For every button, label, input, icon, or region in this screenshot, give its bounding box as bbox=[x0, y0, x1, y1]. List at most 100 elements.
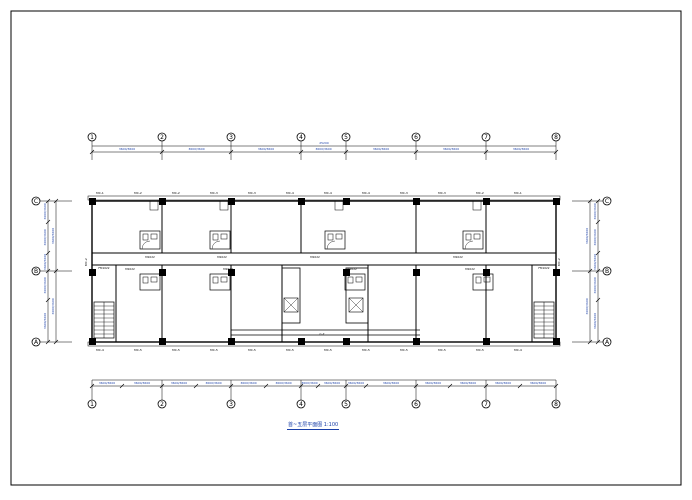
window-label-top: MC-3 bbox=[438, 191, 446, 195]
structural-column bbox=[228, 338, 235, 345]
bathroom bbox=[209, 273, 231, 291]
bathroom bbox=[324, 230, 346, 250]
axis-label: 7 bbox=[484, 401, 488, 408]
left-dimension-outer-text: 3600/3600 bbox=[51, 228, 55, 244]
window-label-bottom: MC-5 bbox=[248, 348, 256, 352]
left-dimension-text: 3600/3600 bbox=[43, 313, 47, 329]
shaft bbox=[334, 200, 344, 211]
bathroom bbox=[344, 273, 366, 291]
structural-column bbox=[89, 198, 96, 205]
window-label-top: MC-4 bbox=[286, 191, 294, 195]
axis-label: 5 bbox=[344, 401, 348, 408]
room-fixtures bbox=[93, 200, 555, 339]
window-label-bottom: MC-5 bbox=[438, 348, 446, 352]
structural-column bbox=[483, 198, 490, 205]
bathroom bbox=[462, 230, 484, 250]
toilet bbox=[347, 276, 354, 284]
elevator-car bbox=[348, 297, 364, 313]
structural-column bbox=[89, 338, 96, 345]
axis-label: 8 bbox=[554, 401, 558, 408]
bathroom bbox=[209, 230, 231, 250]
right-dimension-tick bbox=[595, 219, 601, 225]
window-label-top: MC-1 bbox=[96, 191, 104, 195]
axis-label: 1 bbox=[90, 401, 94, 408]
basin bbox=[473, 233, 481, 240]
axis-label: 1 bbox=[90, 134, 94, 141]
window-label-bottom: MC-5 bbox=[286, 348, 294, 352]
bottom-dimension-text: 3600/3600 bbox=[383, 381, 399, 385]
left-dimension-text: 3600/3600 bbox=[43, 277, 47, 293]
sheet-border bbox=[10, 10, 682, 486]
axis-label: 2 bbox=[160, 134, 164, 141]
elevator-shaft-right bbox=[345, 267, 369, 324]
right-dimension-outer-text: 3600/3600 bbox=[585, 228, 589, 244]
bottom-dimension-tick bbox=[119, 383, 125, 389]
right-dimension-text: 3600/3600 bbox=[593, 229, 597, 245]
basin bbox=[483, 276, 491, 283]
plan-title: 首~五层平面图 1:100 bbox=[287, 422, 340, 430]
axis-label: C bbox=[34, 198, 38, 205]
axis-label: B bbox=[605, 268, 609, 275]
axis-label: 6 bbox=[414, 134, 418, 141]
basin bbox=[220, 276, 228, 283]
walls bbox=[87, 195, 561, 347]
bathroom bbox=[472, 273, 494, 291]
right-dimension-tick bbox=[595, 297, 601, 303]
bottom-dimension-text: 3600/3600 bbox=[240, 381, 256, 385]
bottom-dimension-text: 3600/3600 bbox=[275, 381, 291, 385]
door-label: M1022 bbox=[217, 255, 227, 259]
left-dimension-text: 3600/3600 bbox=[43, 229, 47, 245]
door-swing bbox=[326, 240, 336, 250]
axis-label: 5 bbox=[344, 134, 348, 141]
toilet bbox=[327, 233, 334, 241]
axis-label: C bbox=[605, 198, 609, 205]
window-label-top: MC-3 bbox=[248, 191, 256, 195]
window-label-bottom: MC-5 bbox=[172, 348, 180, 352]
basin bbox=[150, 233, 158, 240]
window-label-top: MC-2 bbox=[172, 191, 180, 195]
bottom-dimension-text: 3600/3600 bbox=[134, 381, 150, 385]
structural-column bbox=[343, 338, 350, 345]
bottom-dimension-text: 3600/3600 bbox=[99, 381, 115, 385]
left-dimension-tick bbox=[45, 250, 51, 256]
elevator-car bbox=[283, 297, 299, 313]
axis-label: 2 bbox=[160, 401, 164, 408]
window-label-bottom: MC-5 bbox=[362, 348, 370, 352]
right-dimension-outer-text: 3600/3600 bbox=[585, 298, 589, 314]
elevator-shaft-left bbox=[281, 267, 301, 324]
right-dimension-text: 3600/3600 bbox=[593, 203, 597, 219]
structural-column bbox=[228, 269, 235, 276]
top-dimension-text: 3600/3600 bbox=[188, 147, 204, 151]
bottom-dimension-text: 3600/3600 bbox=[425, 381, 441, 385]
left-dimension-tick bbox=[45, 297, 51, 303]
stair-door-label: FM1022 bbox=[98, 266, 109, 270]
structural-column bbox=[553, 269, 560, 276]
bottom-dimension-text: 3600/3600 bbox=[171, 381, 187, 385]
bottom-dimension-text: 3600/3600 bbox=[301, 381, 317, 385]
toilet bbox=[465, 233, 472, 241]
structural-column bbox=[298, 198, 305, 205]
bottom-dimension-tick bbox=[447, 383, 453, 389]
door-label: M1022 bbox=[453, 255, 463, 259]
door-label: M1022 bbox=[347, 267, 357, 271]
window-label-bottom: MC-5 bbox=[210, 348, 218, 352]
top-dimension-text: 3600/3600 bbox=[315, 147, 331, 151]
elevator-cross bbox=[283, 297, 299, 313]
side-label: MC-2 bbox=[84, 258, 88, 266]
bottom-dimension-text: 3600/3600 bbox=[324, 381, 340, 385]
window-label-top: MC-4 bbox=[324, 191, 332, 195]
bottom-dimension-tick bbox=[193, 383, 199, 389]
right-dimension-text: 3600/3600 bbox=[593, 277, 597, 293]
shaft bbox=[219, 200, 229, 211]
bottom-dimension-text: 3600/3600 bbox=[460, 381, 476, 385]
window-label-top: MC-1 bbox=[514, 191, 522, 195]
door-label: M1022 bbox=[125, 267, 135, 271]
window-label-bottom: MC-5 bbox=[134, 348, 142, 352]
toilet bbox=[212, 276, 219, 284]
toilet bbox=[212, 233, 219, 241]
structural-column bbox=[343, 198, 350, 205]
door-swing bbox=[464, 240, 474, 250]
